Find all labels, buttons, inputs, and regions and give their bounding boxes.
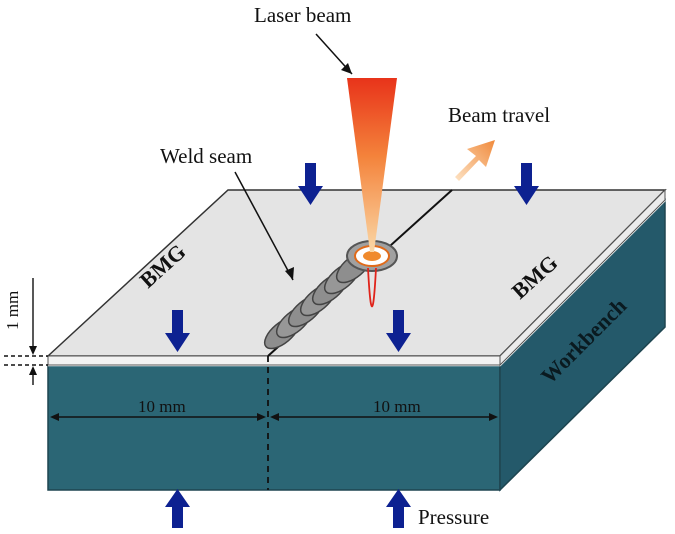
- width-right-arrowhead-end: [489, 413, 498, 421]
- thickness-arrow-bottom-head: [29, 366, 37, 375]
- width-left-arrowhead-end: [257, 413, 266, 421]
- weld-seam-leader: [234, 171, 294, 281]
- down-arrow-icon: [514, 163, 539, 205]
- weld-seam-leader-arrowhead: [285, 267, 294, 280]
- width-left-label: 10 mm: [138, 397, 186, 416]
- width-right-label: 10 mm: [373, 397, 421, 416]
- thickness-arrow-top-head: [29, 346, 37, 355]
- beam-travel-arrow-icon: [455, 140, 495, 181]
- laser-beam-label: Laser beam: [254, 3, 351, 27]
- width-right-arrowhead-start: [270, 413, 279, 421]
- beam-travel-label: Beam travel: [448, 103, 550, 127]
- laser-beam-leader-arrowhead: [341, 63, 352, 74]
- laser-beam-cone: [347, 78, 397, 252]
- pressure-arrows-bottom: [165, 489, 411, 528]
- up-arrow-icon: [165, 489, 190, 528]
- down-arrow-icon: [298, 163, 323, 205]
- sheet-front-edge: [47, 355, 501, 366]
- weld-seam-label: Weld seam: [160, 144, 252, 168]
- thickness-label: 1 mm: [3, 291, 22, 330]
- workbench-front-face: [47, 364, 501, 491]
- width-dimensions: [50, 413, 498, 421]
- thickness-indicator: [4, 278, 48, 385]
- pressure-arrows-top: [165, 163, 539, 352]
- melt-pool: [346, 240, 398, 272]
- up-arrow-icon: [386, 489, 411, 528]
- sheet-right-edge: [499, 188, 666, 367]
- width-left-arrowhead-start: [50, 413, 59, 421]
- keyhole: [367, 267, 377, 308]
- melt-pool-core: [363, 251, 381, 261]
- down-arrow-icon: [386, 310, 411, 352]
- pressure-label: Pressure: [418, 505, 489, 529]
- down-arrow-icon: [165, 310, 190, 352]
